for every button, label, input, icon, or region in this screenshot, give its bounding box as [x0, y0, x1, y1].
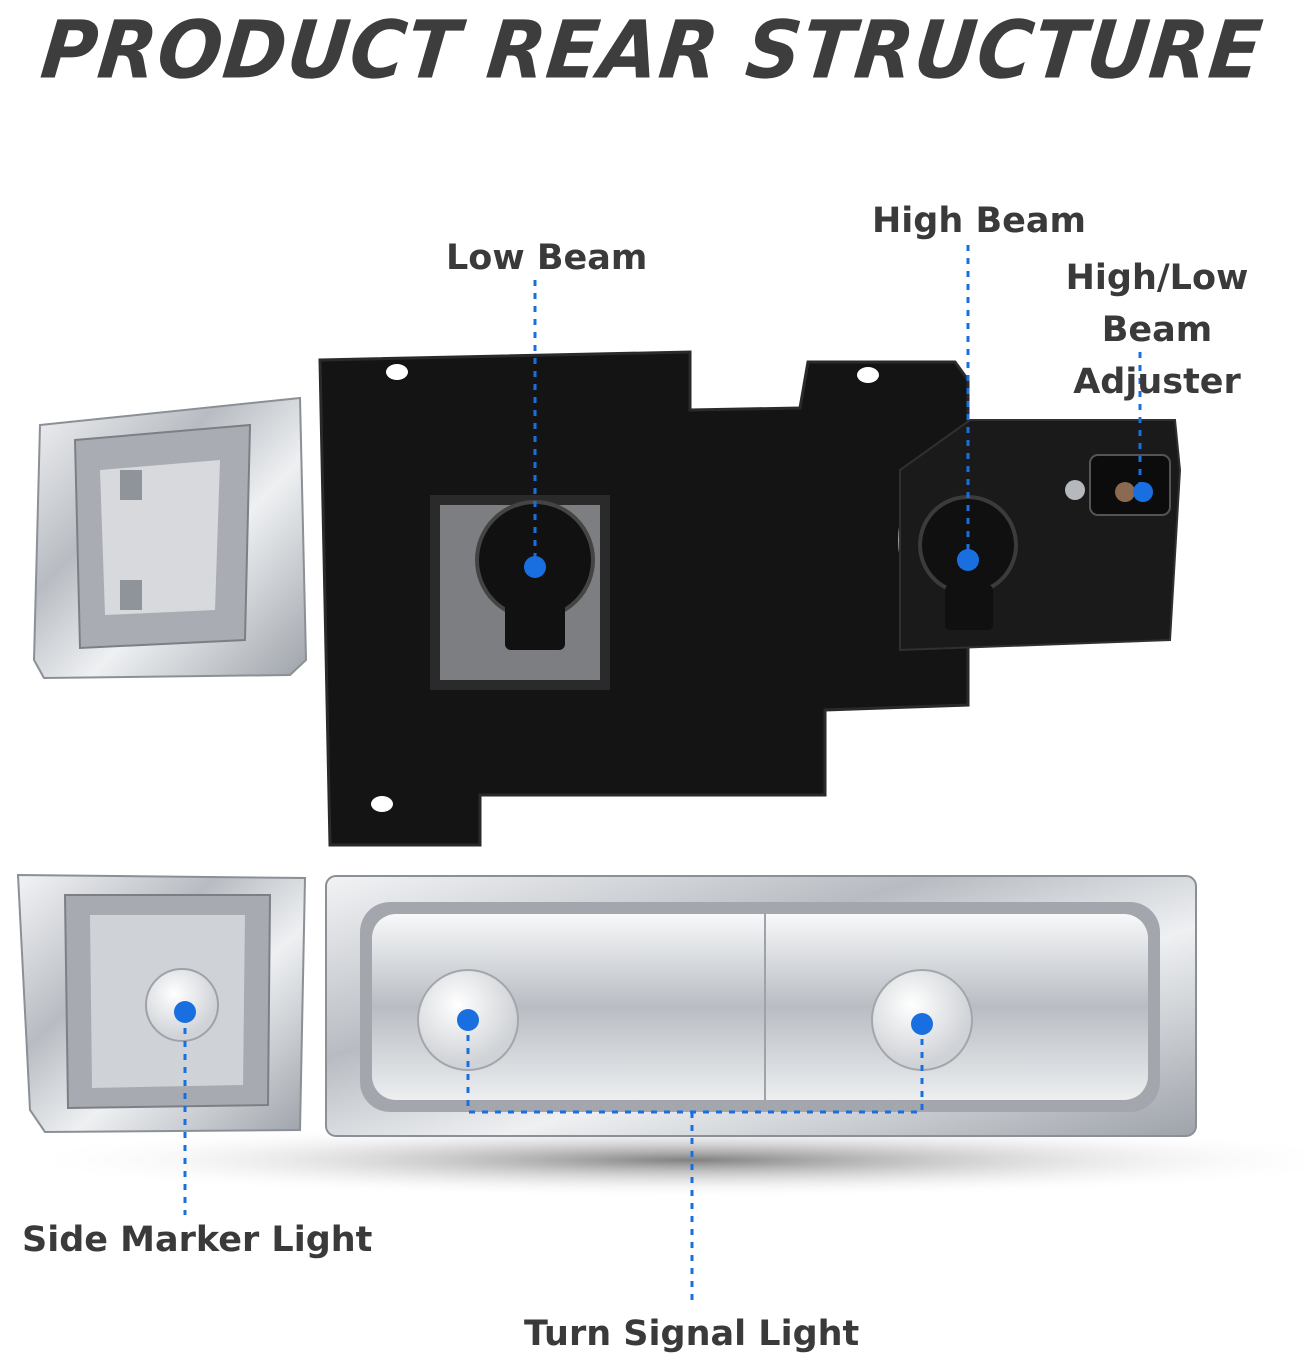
- upper-marker-lamp: [32, 396, 308, 680]
- side-marker-dot: [174, 1001, 196, 1023]
- headlight-housing: [318, 350, 1182, 847]
- low-beam-marker-dot: [524, 556, 546, 578]
- turn-signal-left-dot: [457, 1009, 479, 1031]
- adjuster-marker-dot: [1133, 482, 1153, 502]
- turn-signal-label: Turn Signal Light: [524, 1314, 860, 1354]
- side-marker-label: Side Marker Light: [22, 1220, 373, 1260]
- low-beam-label: Low Beam: [446, 238, 648, 278]
- adjuster-label: High/Low Beam Adjuster: [1065, 258, 1249, 402]
- high-beam-label: High Beam: [872, 201, 1086, 241]
- turn-signal-right-dot: [911, 1013, 933, 1035]
- ground-shadow: [10, 1122, 1304, 1198]
- high-beam-marker-dot: [957, 549, 979, 571]
- side-marker-lamp: [16, 873, 307, 1134]
- callout-lines: [183, 245, 1142, 1300]
- callout-dots: [174, 482, 1153, 1035]
- turn-signal-callout-line: [466, 1022, 924, 1114]
- turn-signal-lamp: [325, 875, 1197, 1137]
